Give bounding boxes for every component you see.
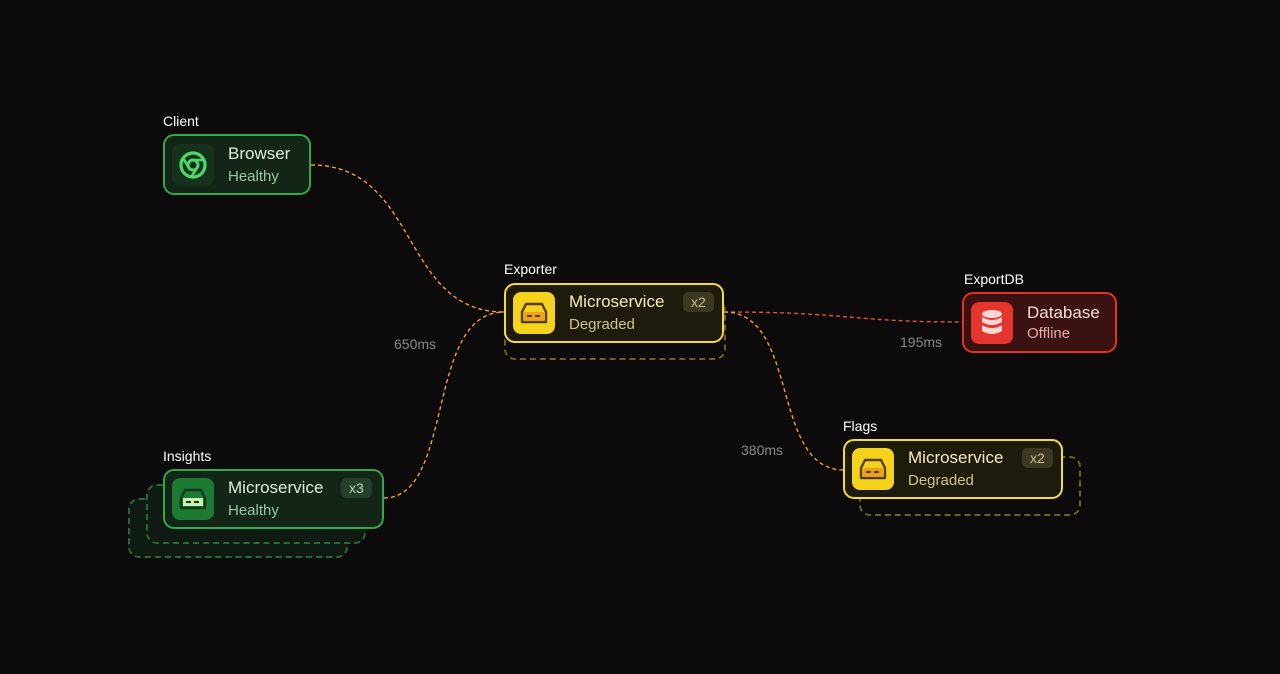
node-title: Microservice [228, 478, 324, 497]
chrome-icon [172, 143, 214, 186]
server-icon [513, 292, 555, 334]
latency-label-exporter-exportdb: 195ms [900, 334, 943, 350]
group-label-flags: Flags [843, 418, 878, 434]
group-label-insights: Insights [163, 448, 212, 464]
node-title: Browser [228, 143, 291, 163]
node-title: Microservice [569, 292, 665, 311]
database-icon [971, 301, 1013, 344]
latency-label-insights-exporter: 650ms [394, 336, 437, 352]
edge-exporter-exportdb [723, 311, 963, 323]
group-label-exporter: Exporter [504, 261, 557, 277]
edge-exporter-flags [723, 311, 845, 471]
node-exportdb[interactable]: Database Offline [962, 292, 1117, 353]
server-icon [172, 478, 214, 520]
node-status: Degraded [908, 472, 974, 489]
server-icon [852, 448, 894, 490]
node-status: Healthy [228, 502, 279, 519]
replica-count-badge: x3 [341, 478, 372, 498]
node-exporter[interactable]: Microservice Degraded x2 [504, 283, 724, 343]
node-browser[interactable]: Browser Healthy [163, 134, 311, 195]
latency-label-exporter-flags: 380ms [741, 442, 784, 458]
node-status: Offline [1027, 324, 1071, 342]
node-title: Microservice [908, 448, 1004, 467]
node-flags[interactable]: Microservice Degraded x2 [843, 439, 1063, 499]
node-title: Database [1027, 302, 1100, 322]
replica-count-badge: x2 [1022, 448, 1053, 468]
node-status: Healthy [228, 167, 279, 185]
edge-browser-exporter [310, 164, 505, 313]
edge-insights-exporter [383, 311, 505, 499]
node-insights[interactable]: Microservice Healthy x3 [163, 469, 384, 529]
replica-count-badge: x2 [683, 292, 714, 312]
node-status: Degraded [569, 316, 635, 333]
group-label-client: Client [163, 113, 199, 129]
group-label-exportdb: ExportDB [964, 271, 1024, 287]
